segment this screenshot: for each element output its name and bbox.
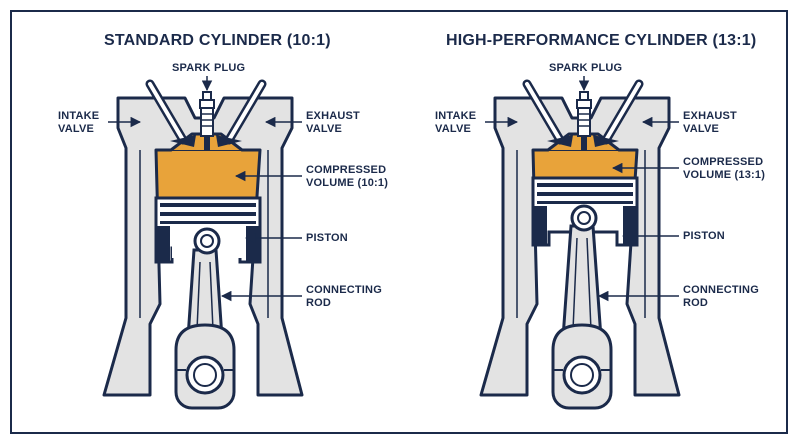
compressed-volume-label: COMPRESSED VOLUME (13:1) [683, 156, 765, 182]
connecting-rod [174, 227, 236, 410]
rod-label-line2: ROD [683, 297, 709, 309]
connecting-rod [551, 204, 613, 410]
spark-plug-label: SPARK PLUG [172, 62, 246, 74]
compressed-volume-13-1 [532, 149, 638, 179]
exhaust-label-line2: VALVE [306, 123, 343, 135]
compressed-label-line1: COMPRESSED [683, 156, 764, 168]
rod-label-line1: CONNECTING [683, 284, 759, 296]
exhaust-label-line1: EXHAUST [683, 110, 737, 122]
rod-label-line2: ROD [306, 297, 332, 309]
exhaust-label-line2: VALVE [683, 123, 720, 135]
intake-label-line2: VALVE [58, 123, 95, 135]
intake-label-line1: INTAKE [435, 110, 477, 122]
compressed-volume-label: COMPRESSED VOLUME (10:1) [306, 164, 388, 190]
high-performance-cylinder-drawing [479, 76, 681, 410]
intake-valve-label: INTAKE VALVE [435, 110, 476, 136]
intake-label-line2: VALVE [435, 123, 472, 135]
piston-label: PISTON [306, 232, 348, 244]
standard-cylinder-title: STANDARD CYLINDER (10:1) [104, 32, 331, 49]
exhaust-valve-label: EXHAUST VALVE [683, 110, 737, 136]
spark-plug-label: SPARK PLUG [549, 62, 623, 74]
connecting-rod-label: CONNECTING ROD [683, 284, 759, 310]
intake-label-line1: INTAKE [58, 110, 100, 122]
standard-cylinder-drawing [102, 76, 304, 410]
compressed-label-line2: VOLUME (13:1) [683, 169, 766, 181]
compressed-volume-10-1 [155, 149, 261, 199]
connecting-rod-label: CONNECTING ROD [306, 284, 382, 310]
compressed-label-line2: VOLUME (10:1) [306, 177, 389, 189]
rod-label-line1: CONNECTING [306, 284, 382, 296]
exhaust-label-line1: EXHAUST [306, 110, 360, 122]
piston-label: PISTON [683, 230, 725, 242]
compressed-label-line1: COMPRESSED [306, 164, 387, 176]
high-performance-cylinder-title: HIGH-PERFORMANCE CYLINDER (13:1) [446, 32, 757, 49]
intake-valve-label: INTAKE VALVE [58, 110, 99, 136]
exhaust-valve-label: EXHAUST VALVE [306, 110, 360, 136]
